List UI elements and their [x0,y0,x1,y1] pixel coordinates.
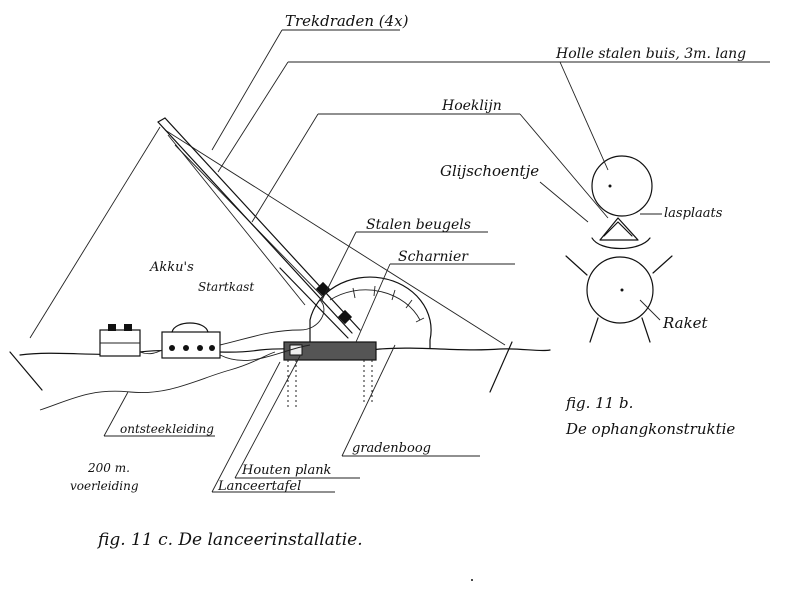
label-scharnier: Scharnier [398,249,469,265]
protractor [309,276,432,349]
suspension-detail [565,155,673,343]
batteries [99,324,141,357]
label-gradenboog: gradenboog [352,441,431,456]
label-startkast: Startkast [198,280,254,294]
ignition-cables [39,299,325,411]
launch-rail [157,117,361,339]
leader-lines [103,29,770,493]
right-ground-peg [489,341,513,393]
label-houten-plank: Houten plank [241,463,332,478]
label-trekdraden: Trekdraden (4x) [285,12,409,30]
label-stalen-beugels: Stalen beugels [366,217,471,233]
label-hoeklijn: Hoeklijn [441,98,502,114]
label-ontsteekleiding: ontsteekleiding [120,422,214,436]
start-box [161,322,221,359]
guy-wires [29,126,506,346]
stray-dot [471,579,473,581]
label-verleiding-1: 200 m. [87,461,130,475]
label-lanceertafel: Lanceertafel [217,479,301,494]
left-ground-peg [9,351,43,391]
label-glijschoentje: Glijschoentje [440,162,539,180]
label-raket: Raket [662,314,709,332]
label-verleiding-2: voerleiding [70,479,139,493]
caption-fig-11b-title: De ophangkonstruktie [565,420,735,438]
label-holle-buis: Holle stalen buis, 3m. lang [555,46,746,62]
launch-table [283,341,377,410]
label-lasplaats: lasplaats [664,206,723,221]
label-akkus: Akku's [149,260,194,275]
caption-fig-11c: fig. 11 c. De lanceerinstallatie. [96,530,363,550]
caption-fig-11b-number: fig. 11 b. [565,394,633,412]
